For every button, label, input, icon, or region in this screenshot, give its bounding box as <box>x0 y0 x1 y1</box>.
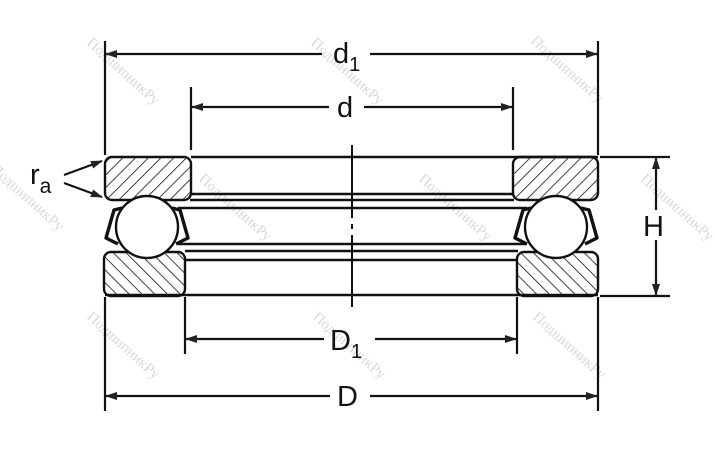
label-d: d <box>337 92 353 124</box>
label-D: D <box>337 381 358 413</box>
watermark: ПодшипникРу <box>527 33 607 107</box>
shaft-washer <box>103 155 600 202</box>
dimension-ra <box>63 160 103 198</box>
watermark: ПодшипникРу <box>83 35 163 109</box>
dimension-d1 <box>103 41 600 155</box>
dimension-D <box>103 297 600 411</box>
label-ra: ra <box>30 159 52 198</box>
washer-profile-lines <box>105 155 598 297</box>
dimension-H <box>600 155 670 298</box>
ball-right <box>523 194 589 260</box>
label-d1: d1 <box>333 38 360 76</box>
label-D1: D1 <box>330 325 362 363</box>
cage <box>104 206 599 246</box>
label-H: H <box>643 211 664 243</box>
balls <box>114 194 589 260</box>
housing-washer <box>102 250 600 298</box>
ball-left <box>114 194 180 260</box>
dimension-D1 <box>183 297 519 354</box>
dimension-d <box>189 87 515 150</box>
watermark: ПодшипникРу <box>83 309 163 383</box>
